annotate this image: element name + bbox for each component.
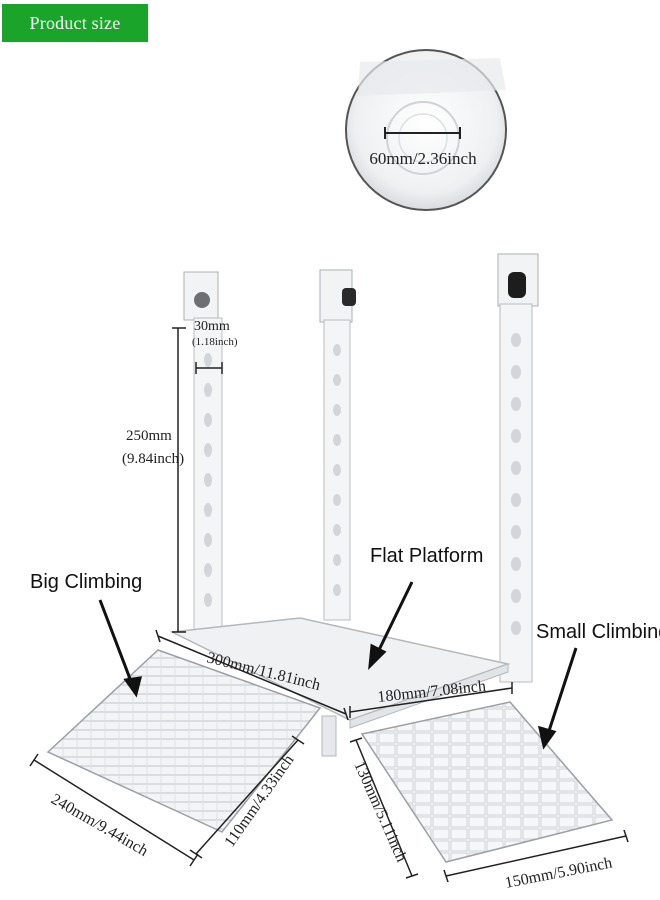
post-height-in-label: (9.84inch) <box>122 451 184 467</box>
small-climbing-callout: Small Climbing <box>536 621 660 643</box>
left-post <box>183 271 223 637</box>
suction-cup-zoom: 60mm/2.36inch <box>345 49 507 211</box>
post-width-in-label: (1.18inch) <box>192 336 238 348</box>
big-climbing-ramp <box>46 649 322 833</box>
product-size-badge: Product size <box>2 4 148 42</box>
small-climbing-ramp <box>360 701 614 863</box>
right-post <box>497 253 539 683</box>
callout-arrows <box>98 581 578 750</box>
flat-platform-callout: Flat Platform <box>370 545 483 567</box>
post-width-mm-label: 30mm <box>194 319 230 334</box>
dimension-lines <box>29 327 629 883</box>
big-climbing-callout: Big Climbing <box>30 571 142 593</box>
middle-post <box>319 269 356 621</box>
suction-diameter-label: 60mm/2.36inch <box>369 149 477 168</box>
post-height-mm-label: 250mm <box>126 428 172 444</box>
